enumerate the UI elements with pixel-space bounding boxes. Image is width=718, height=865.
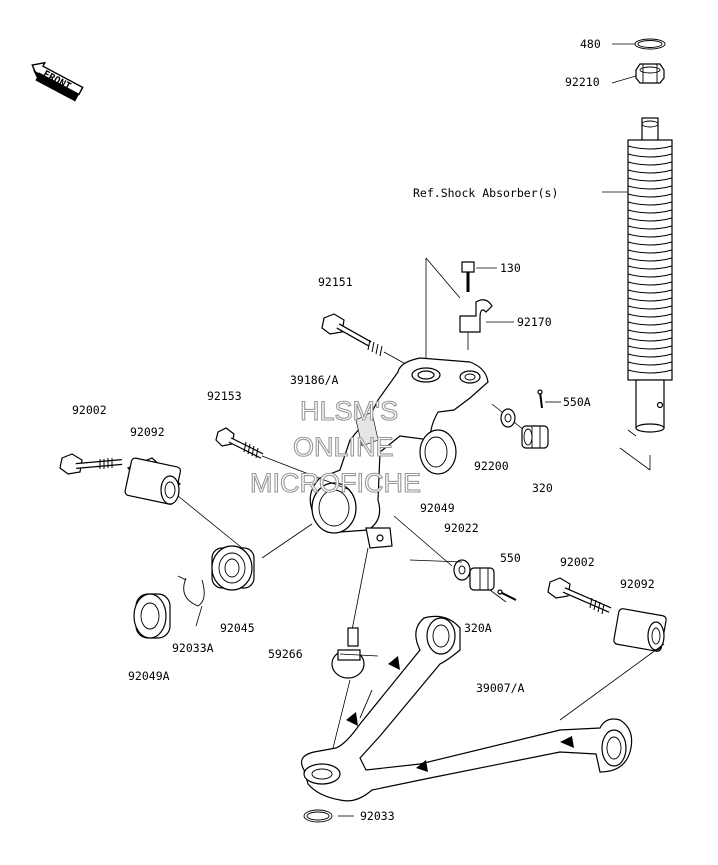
label-92092-left: 92092 [130,425,165,439]
watermark: HLSM'S ONLINE MICROFICHE [249,395,421,498]
label-92170: 92170 [517,315,552,329]
bolt-92153 [215,427,351,491]
washer-92022 [453,559,471,581]
spring-coil [627,145,673,150]
circlip-92033A [177,575,205,627]
label-320: 320 [532,481,553,495]
bushing-92092-left [124,457,253,557]
spring-coil [627,161,673,166]
label-92092-right: 92092 [620,577,655,591]
label-92049A: 92049A [128,669,170,683]
label-39007A: 39007/A [476,681,525,695]
a-arm-39007A [301,615,633,802]
cotter-pin-550A [537,389,543,409]
nut-320A [469,567,507,603]
part-labels: 480 92210 Ref.Shock Absorber(s) 130 9215… [72,37,655,823]
spring-coil [627,193,673,198]
bearing-92045 [211,545,255,591]
shock-spring [627,145,673,374]
spring-coil [627,241,673,246]
spring-coil [627,305,673,310]
watermark-line-1: HLSM'S [300,396,398,426]
label-480: 480 [580,37,601,51]
label-92153: 92153 [207,389,242,403]
front-arrow-icon: FRONT [31,61,84,102]
spring-coil [627,153,673,158]
bolt-92002-right [547,577,612,615]
label-92022: 92022 [444,521,479,535]
spring-coil [627,289,673,294]
label-320A: 320A [464,621,492,635]
spring-coil [627,273,673,278]
nut-92210 [635,63,665,84]
leader-lines [338,43,637,817]
bolt-92151 [321,313,421,373]
spring-coil [627,257,673,262]
spring-coil [627,201,673,206]
label-550: 550 [500,551,521,565]
spring-coil [627,209,673,214]
spring-coil [627,177,673,182]
steering-knuckle [309,257,493,549]
spring-coil [627,169,673,174]
spring-coil [627,345,673,350]
spring-coil [627,249,673,254]
spring-coil [627,225,673,230]
label-92151: 92151 [318,275,353,289]
seal-92049A [133,593,171,639]
label-92045: 92045 [220,621,255,635]
spring-coil [627,361,673,366]
spring-coil [627,329,673,334]
label-550A: 550A [563,395,591,409]
label-92033A: 92033A [172,641,214,655]
label-92033: 92033 [360,809,395,823]
spring-coil [627,321,673,326]
label-39186A: 39186/A [290,373,339,387]
watermark-line-2: ONLINE [293,432,394,462]
spring-coil [627,265,673,270]
label-130: 130 [500,261,521,275]
seal-92049 [393,515,453,567]
bolt-92002-left [59,453,123,475]
label-92049: 92049 [420,501,455,515]
cotter-pin-550 [497,589,517,601]
spring-coil [627,297,673,302]
spring-coil [627,353,673,358]
label-92002-left: 92002 [72,403,107,417]
spring-coil [627,185,673,190]
label-92200: 92200 [474,459,509,473]
nut-320 [521,425,549,449]
bushing-92092-right [559,608,667,721]
spring-coil [627,281,673,286]
watermark-line-3: MICROFICHE [250,468,421,498]
label-92002-right: 92002 [560,555,595,569]
spring-coil [627,233,673,238]
spring-coil [627,337,673,342]
label-92210: 92210 [565,75,600,89]
ref-shock-label: Ref.Shock Absorber(s) [413,186,558,200]
clamp-92170 [459,299,493,333]
spring-coil [627,217,673,222]
shock-absorber [602,38,673,471]
circlip-92033 [303,809,333,823]
label-59266: 59266 [268,647,303,661]
washer-92200 [500,408,516,428]
spring-coil [627,369,673,374]
bolt-130 [461,261,475,292]
spring-coil [627,313,673,318]
